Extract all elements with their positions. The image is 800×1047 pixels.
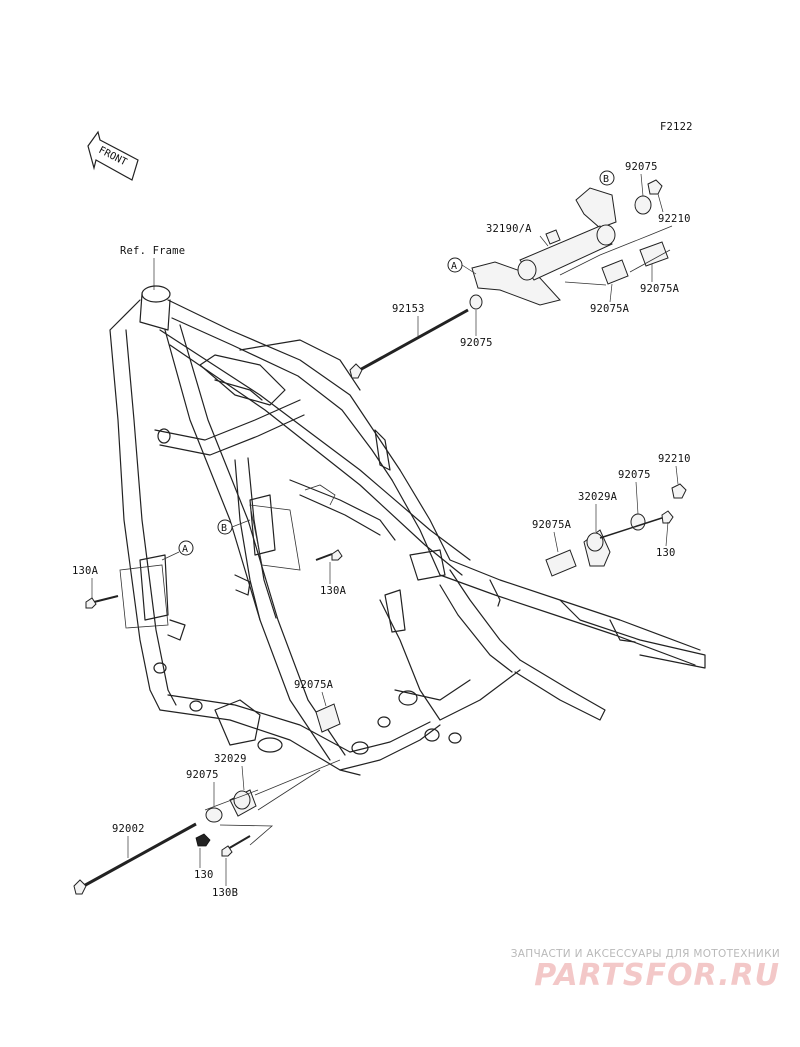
label-92075a-right1: 92075A xyxy=(640,283,680,295)
svg-text:B: B xyxy=(603,174,609,185)
label-92075a-low: 92075A xyxy=(294,679,334,691)
callout-b-top: B xyxy=(599,170,615,186)
svg-text:B: B xyxy=(221,523,227,534)
ref-frame-label: Ref. Frame xyxy=(120,245,185,257)
label-130a-left: 130A xyxy=(72,565,99,577)
label-32190a: 32190/A xyxy=(486,223,532,235)
mid-mount-assembly xyxy=(545,483,687,577)
label-130-low: 130 xyxy=(194,869,214,881)
label-92153: 92153 xyxy=(392,303,425,315)
callout-a-top: A xyxy=(447,257,477,275)
label-92210-mid: 92210 xyxy=(658,453,691,465)
motorcycle-frame xyxy=(109,285,706,776)
callout-b-mid: B xyxy=(217,504,301,571)
label-32029a: 32029A xyxy=(578,491,618,503)
watermark: ЗАПЧАСТИ И АКСЕССУАРЫ ДЛЯ МОТОТЕХНИКИ PA… xyxy=(480,948,780,992)
label-130b: 130B xyxy=(212,887,238,899)
svg-text:A: A xyxy=(451,261,457,272)
label-130a-center: 130A xyxy=(320,585,347,597)
label-92075-top: 92075 xyxy=(625,161,658,173)
label-92075-mid2: 92075 xyxy=(618,469,651,481)
watermark-logo: PARTSFOR.RU xyxy=(534,958,780,993)
lower-mount-assembly xyxy=(73,703,341,895)
upper-mount-assembly xyxy=(349,179,673,379)
label-92210-top: 92210 xyxy=(658,213,691,225)
front-arrow-icon: FRONT xyxy=(87,130,139,181)
label-92075a-mid: 92075A xyxy=(532,519,572,531)
diagram-code: F2122 xyxy=(660,121,693,133)
bolts xyxy=(85,549,343,609)
callout-a-mid: A xyxy=(119,540,194,629)
label-92075a-right2: 92075A xyxy=(590,303,630,315)
svg-text:A: A xyxy=(182,544,188,555)
label-130-mid: 130 xyxy=(656,547,676,559)
label-92075-mid: 92075 xyxy=(460,337,493,349)
watermark-tagline: ЗАПЧАСТИ И АКСЕССУАРЫ ДЛЯ МОТОТЕХНИКИ xyxy=(510,948,780,960)
label-32029: 32029 xyxy=(214,753,247,765)
label-92002: 92002 xyxy=(112,823,145,835)
label-92075-low: 92075 xyxy=(186,769,219,781)
